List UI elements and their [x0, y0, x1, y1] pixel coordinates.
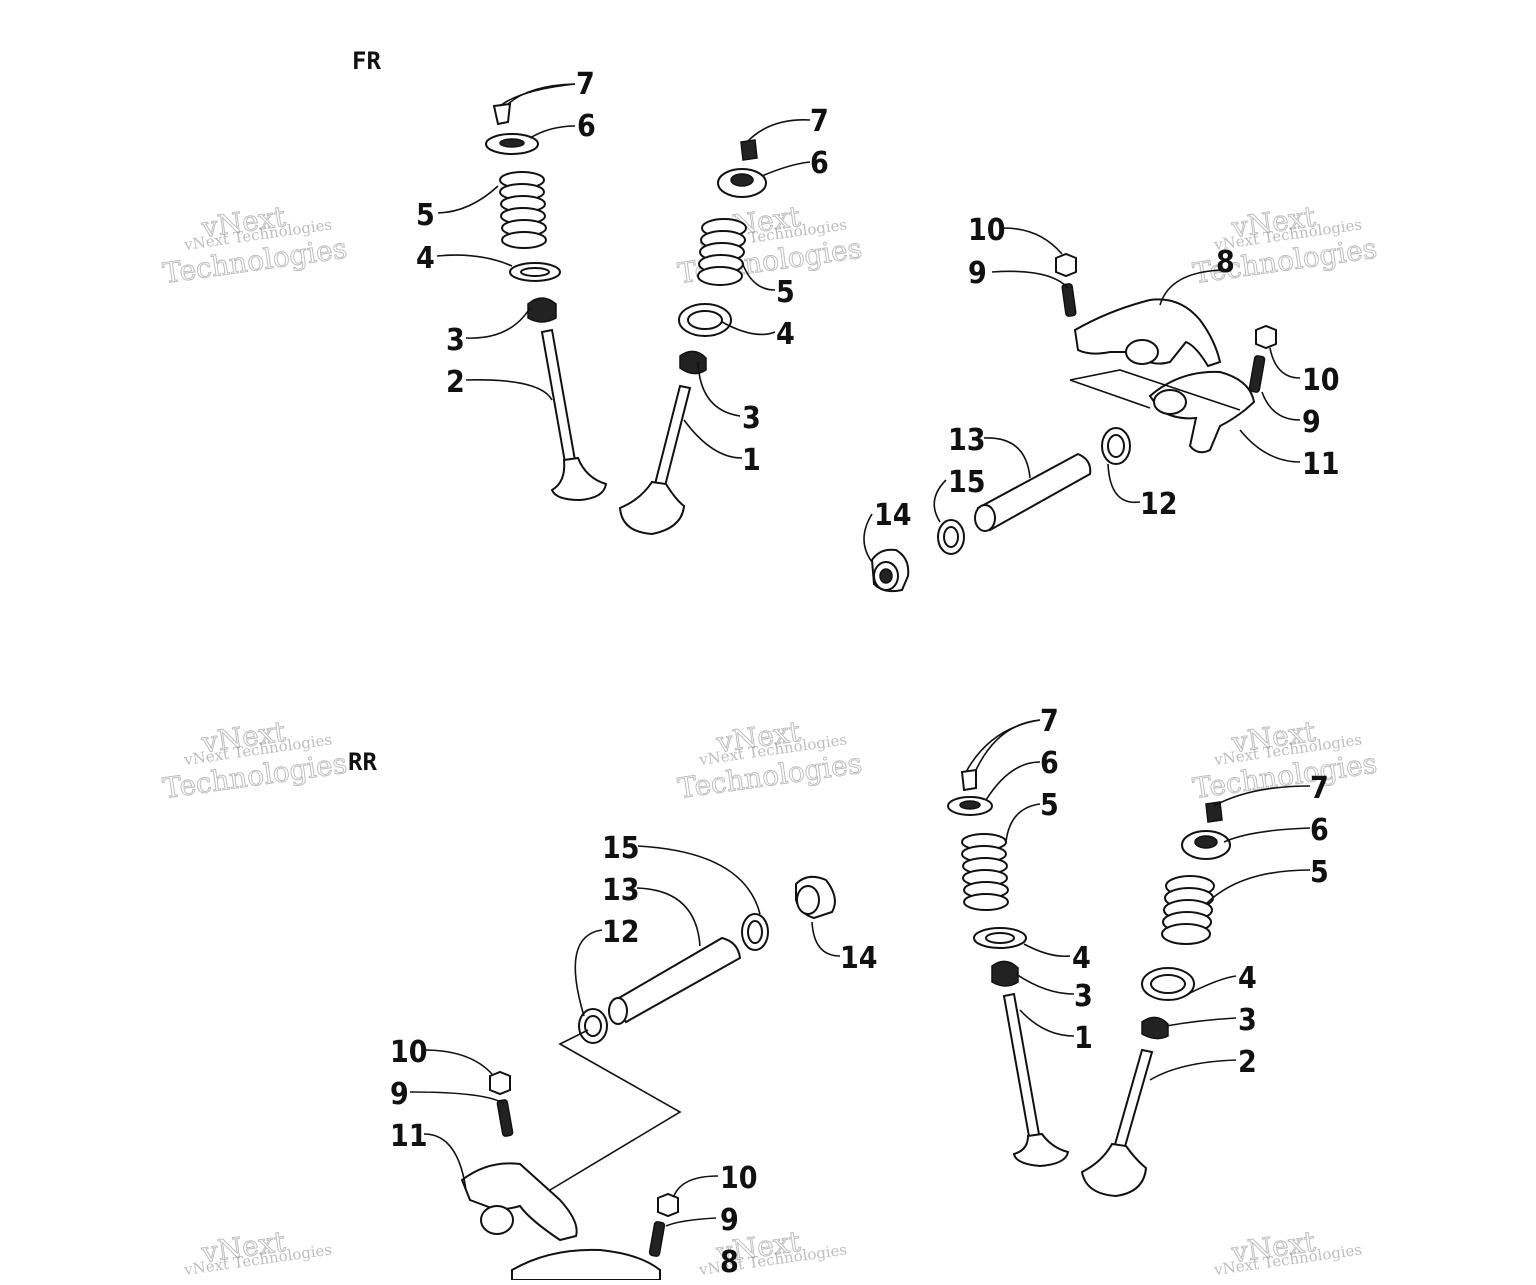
- callout-number: 7: [576, 67, 595, 102]
- callout-labels: 7 6 5 4 3 2 7 6 5 4 3 1 10 9 8 10 9 11 1…: [390, 67, 1340, 1280]
- valve-keeper: [740, 139, 758, 161]
- rocker-shaft: [610, 936, 742, 1024]
- valve-stem-seal: [1141, 1016, 1169, 1040]
- valve-spring: [961, 833, 1009, 911]
- callout-number: 11: [390, 1119, 428, 1154]
- adjuster-nut: [1255, 324, 1277, 350]
- watermark: vNext Technologies vNext: [1212, 1224, 1363, 1279]
- callout-number: 10: [968, 213, 1006, 248]
- fr-left-valve-assembly: [436, 83, 608, 502]
- watermark: vNext Technologies vNext Technologies: [160, 714, 349, 805]
- valve: [618, 384, 692, 536]
- callout-number: 14: [874, 498, 912, 533]
- watermark: vNext Technologies vNext Technologies: [675, 714, 864, 805]
- watermark: vNext Technologies vNext Technologies: [160, 199, 349, 290]
- callout-number: 12: [1140, 487, 1178, 522]
- callout-number: 9: [390, 1077, 409, 1112]
- watermark: vNext Technologies vNext: [182, 1224, 333, 1279]
- callout-number: 1: [1074, 1021, 1093, 1056]
- watermark: vNext Technologies vNext: [697, 1224, 848, 1279]
- callout-number: 10: [720, 1161, 758, 1196]
- callout-number: 15: [602, 831, 640, 866]
- callout-number: 2: [1238, 1045, 1257, 1080]
- callout-number: 10: [390, 1035, 428, 1070]
- section-label-rr: RR: [348, 748, 377, 776]
- callout-number: 3: [742, 401, 761, 436]
- callout-number: 3: [446, 323, 465, 358]
- rocker-arm: [511, 1248, 661, 1281]
- adjuster-nut: [489, 1070, 511, 1096]
- callout-number: 13: [602, 873, 640, 908]
- fr-mid-valve-assembly: [618, 119, 811, 536]
- rr-left-valve-assembly: [947, 719, 1075, 1168]
- callout-number: 8: [1216, 245, 1235, 280]
- callout-number: 8: [720, 1245, 739, 1280]
- callout-number: 4: [776, 317, 795, 352]
- adjuster-screw: [648, 1221, 666, 1257]
- watermark: vNext Technologies vNext Technologies: [1190, 714, 1379, 805]
- callout-number: 13: [948, 423, 986, 458]
- valve: [540, 328, 608, 502]
- watermark-layer: vNext Technologies vNext Technologies vN…: [160, 199, 1379, 1279]
- callout-number: 5: [776, 275, 795, 310]
- callout-number: 7: [1040, 704, 1059, 739]
- valve-keeper: [492, 102, 512, 126]
- callout-number: 15: [948, 465, 986, 500]
- rocker-arm: [1073, 298, 1222, 368]
- callout-number: 12: [602, 915, 640, 950]
- callout-number: 9: [968, 256, 987, 291]
- fr-rocker-assembly: [863, 227, 1301, 593]
- callout-number: 7: [1310, 771, 1329, 806]
- rocker-shaft: [976, 452, 1092, 532]
- callout-number: 2: [446, 365, 465, 400]
- adjuster-nut: [1055, 252, 1077, 278]
- callout-number: 6: [1040, 746, 1059, 781]
- adjuster-screw: [1061, 283, 1077, 317]
- callout-number: 1: [742, 443, 761, 478]
- valve-keeper: [1205, 801, 1223, 823]
- callout-number: 3: [1238, 1003, 1257, 1038]
- callout-number: 5: [1310, 855, 1329, 890]
- callout-number: 9: [720, 1203, 739, 1238]
- rr-right-valve-assembly: [1080, 785, 1311, 1198]
- callout-number: 10: [1302, 363, 1340, 398]
- valve: [1080, 1048, 1154, 1198]
- adjuster-nut: [657, 1192, 679, 1218]
- callout-number: 5: [1040, 788, 1059, 823]
- valve-spring: [1161, 875, 1215, 945]
- valve-stem-seal: [679, 350, 707, 375]
- callout-number: 6: [577, 109, 596, 144]
- callout-number: 4: [416, 241, 435, 276]
- watermark: vNext Technologies vNext Technologies: [1190, 199, 1379, 290]
- callout-number: 7: [810, 104, 829, 139]
- shaft-plug: [795, 875, 836, 920]
- rr-shaft-assembly: [574, 845, 841, 1044]
- valve-stem-seal: [991, 960, 1019, 987]
- callout-number: 4: [1072, 941, 1091, 976]
- shaft-plug: [870, 548, 910, 593]
- callout-number: 3: [1074, 979, 1093, 1014]
- callout-number: 5: [416, 198, 435, 233]
- adjuster-screw: [1248, 355, 1266, 393]
- section-label-fr: FR: [352, 47, 381, 75]
- rocker-arm: [460, 1162, 578, 1242]
- valve-stem-seal: [527, 297, 557, 323]
- adjuster-screw: [496, 1099, 514, 1137]
- valve-retainer-hole: [499, 138, 525, 148]
- valve-spring: [697, 218, 747, 286]
- valve: [1002, 992, 1070, 1168]
- valve-spring: [499, 171, 547, 249]
- rr-rocker-assembly: [409, 1029, 719, 1281]
- callout-number: 6: [810, 146, 829, 181]
- callout-number: 4: [1238, 961, 1257, 996]
- callout-number: 14: [840, 941, 878, 976]
- callout-number: 6: [1310, 813, 1329, 848]
- valve-keeper: [960, 768, 977, 792]
- callout-number: 11: [1302, 447, 1340, 482]
- callout-number: 9: [1302, 405, 1321, 440]
